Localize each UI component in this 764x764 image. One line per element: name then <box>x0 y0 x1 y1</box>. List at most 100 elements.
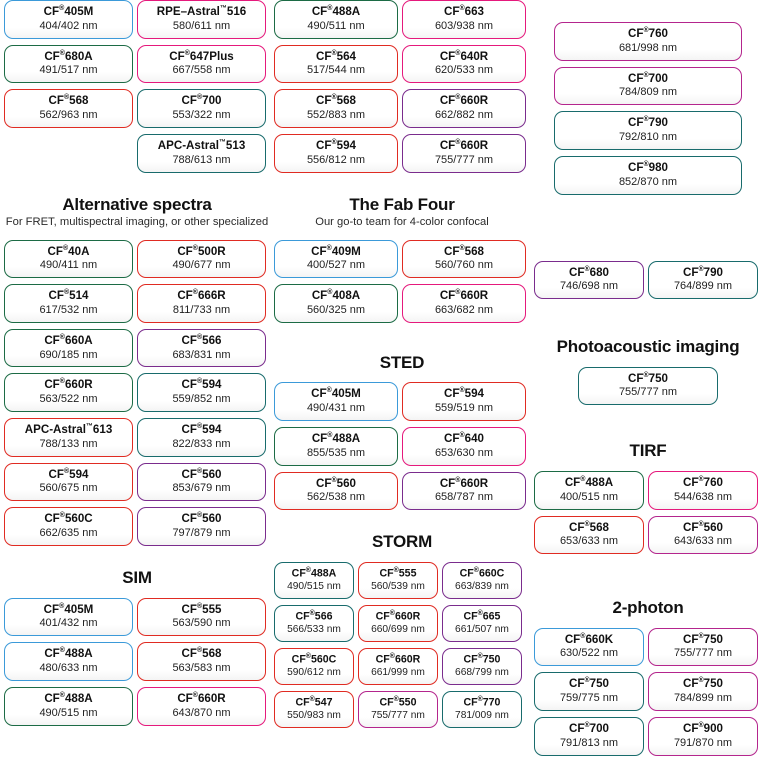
dye-name: CF®488A <box>44 647 93 661</box>
registered-trademark-icon: ® <box>698 722 704 730</box>
registered-trademark-icon: ® <box>477 696 483 704</box>
dye-name: CF®660K <box>564 632 614 646</box>
dye-name: CF®408A <box>311 289 361 303</box>
dye-number: 488A <box>64 691 93 705</box>
registered-trademark-icon: ® <box>455 49 461 57</box>
dye-name: CF®568 <box>181 647 222 661</box>
dye-name: APC-Astral™613 <box>24 423 113 437</box>
dye-number: 660R <box>64 378 93 392</box>
dye-name: CF®980 <box>628 160 668 174</box>
dye-number: 513 <box>225 138 246 152</box>
dye-name: CF®568 <box>48 94 89 108</box>
section-title: The Fab Four <box>349 194 455 214</box>
dye-name: CF®560 <box>683 520 723 534</box>
dye-name: CF®760 <box>628 27 668 40</box>
dye-name: CF®660R <box>44 378 93 392</box>
dye-number: 660C <box>478 567 505 580</box>
dye-number: 680 <box>589 265 609 279</box>
dye-spectra: 560/675 nm <box>39 482 98 495</box>
dye-spectra: 755/777 nm <box>371 710 425 722</box>
dye-name: CF®514 <box>48 289 89 303</box>
